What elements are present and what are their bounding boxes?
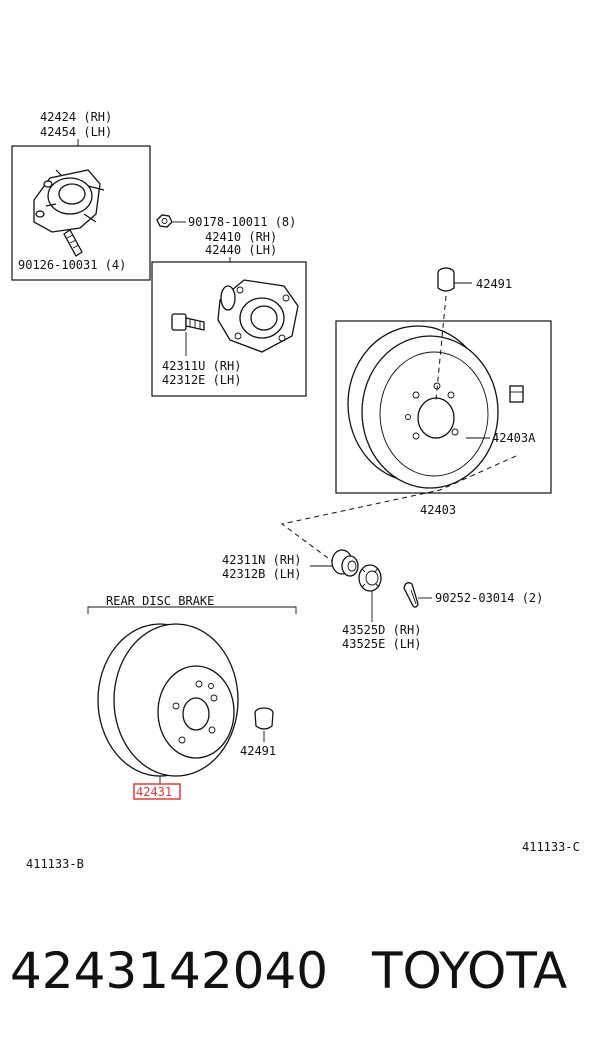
label-disc: 42431 (136, 785, 172, 799)
axle-hardware-group: 42311N (RH) 42312B (LH) 43525D (RH) 4352… (222, 549, 543, 651)
stud-bolt-drawing (63, 229, 83, 257)
part-number: 4243142040 (10, 942, 328, 1000)
label-nut-rh: 43525D (RH) (342, 623, 421, 637)
section-bracket (87, 606, 297, 614)
bearing-assembly-box (151, 261, 307, 397)
brake-drum-box (335, 320, 552, 494)
bearing-assembly-group: 90178-10011 (8) 42410 (RH) 42440 (LH) 42… (151, 214, 307, 397)
label-hub-lh: 42454 (LH) (40, 125, 112, 139)
label-cotter-pin: 90252-03014 (2) (435, 591, 543, 605)
ref-code-left: 411133-B (26, 857, 84, 871)
brake-drum-group: 42403A 42403 (335, 320, 552, 517)
label-hub-rh: 42424 (RH) (40, 110, 112, 124)
brake-drum-drawing (347, 325, 499, 489)
label-hub-bolt-lh: 42312E (LH) (162, 373, 241, 387)
ref-code-right: 411133-C (522, 840, 580, 854)
label-bolt-rh: 42311N (RH) (222, 553, 301, 567)
label-plug-top: 42491 (476, 277, 512, 291)
label-nut: 90178-10011 (8) (188, 215, 296, 229)
plug-top-group: 42491 (437, 267, 512, 292)
alignment-dashed-line (280, 455, 517, 565)
label-plug-bottom: 42491 (240, 744, 276, 758)
flange-nut-drawing (156, 214, 173, 228)
label-hub-bolt-rh: 42311U (RH) (162, 359, 241, 373)
brake-disc-drawing (97, 623, 239, 777)
label-bolt-lh: 42312B (LH) (222, 567, 301, 581)
cotter-pin-drawing (403, 582, 419, 608)
disc-highlight-box (133, 783, 181, 800)
hub-carrier-drawing (33, 169, 105, 233)
label-bearing-lh: 42440 (LH) (205, 243, 277, 257)
hub-assembly-group: 42424 (RH) 42454 (LH) 90126-10031 (4) (11, 110, 151, 281)
hub-bolt-drawing (171, 313, 205, 331)
castle-nut-drawing (358, 564, 382, 592)
axle-bolt-drawing (331, 549, 359, 577)
label-drum: 42403 (420, 503, 456, 517)
label-stud-bolt: 90126-10031 (4) (18, 258, 126, 272)
plug-bottom-drawing (254, 707, 274, 730)
plug-top-drawing (437, 267, 455, 292)
rear-disc-brake-group: REAR DISC BRAKE 42491 42431 (87, 594, 297, 800)
hub-bearing-drawing (217, 279, 299, 353)
label-bearing-rh: 42410 (RH) (205, 230, 277, 244)
brand-name: TOYOTA (371, 942, 567, 1000)
section-title: REAR DISC BRAKE (106, 594, 214, 608)
drum-clip-drawing (509, 385, 524, 403)
label-drum-clip: 42403A (492, 431, 536, 445)
label-nut-lh: 43525E (LH) (342, 637, 421, 651)
hub-assembly-box (11, 145, 151, 281)
